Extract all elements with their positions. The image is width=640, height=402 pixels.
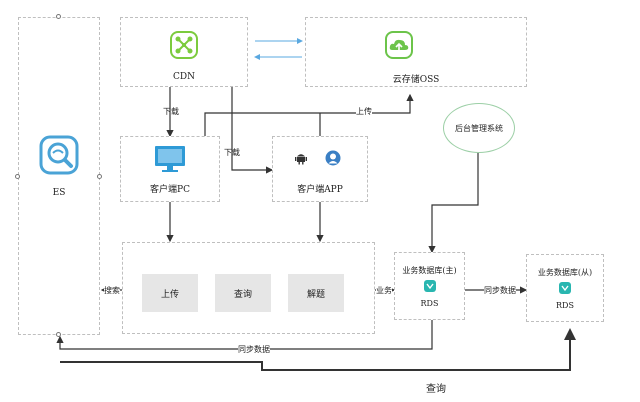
- apple-user-icon: [325, 150, 341, 166]
- oss-label: 云存储OSS: [392, 75, 440, 85]
- es-handle-left[interactable]: [15, 174, 20, 179]
- rds-database-icon: [559, 282, 571, 294]
- db-main-label: 业务数据库(主): [402, 266, 457, 275]
- admin-system-node[interactable]: 后台管理系统: [443, 103, 515, 153]
- oss-node[interactable]: 云存储OSS: [305, 17, 527, 87]
- cloud-upload-icon: [385, 31, 413, 59]
- cdn-label: CDN: [173, 72, 195, 82]
- cdn-node[interactable]: CDN: [120, 17, 248, 87]
- edge-query-bottom: [60, 328, 576, 371]
- es-handle-right[interactable]: [97, 174, 102, 179]
- app-client-label: 客户端APP: [297, 185, 343, 195]
- edge-label-upload-oss: 上传: [356, 106, 372, 117]
- app-client-node[interactable]: 客户端APP: [272, 136, 368, 202]
- android-icon: [295, 154, 307, 165]
- edge-label-search: 搜索: [104, 285, 120, 296]
- es-node[interactable]: ES: [18, 17, 100, 335]
- es-magnifier-icon: [39, 135, 79, 175]
- edge-label-download-app: 下载: [224, 148, 240, 157]
- solve-action[interactable]: 解题: [288, 274, 344, 312]
- monitor-icon: [155, 146, 185, 172]
- db-slave-label: 业务数据库(从): [537, 268, 593, 277]
- edge-label-query-bottom: 查询: [426, 384, 446, 395]
- es-handle-top[interactable]: [56, 14, 61, 19]
- edge-label-business: 业务: [376, 285, 392, 296]
- edge-label-download-pc: 下载: [163, 107, 179, 116]
- db-slave-rds-label: RDS: [556, 301, 574, 310]
- edge-upload-oss: [204, 93, 414, 136]
- pc-client-label: 客户端PC: [150, 185, 190, 195]
- db-main-node[interactable]: 业务数据库(主) RDS: [394, 252, 465, 320]
- query-action[interactable]: 查询: [215, 274, 271, 312]
- client-actions-container: 上传 查询 解题: [122, 242, 375, 334]
- es-handle-bottom[interactable]: [56, 332, 61, 337]
- upload-action[interactable]: 上传: [142, 274, 198, 312]
- cdn-network-icon: [170, 31, 198, 59]
- edge-label-sync-es: 同步数据: [238, 344, 270, 355]
- edge-label-sync-replica: 同步数据: [484, 285, 516, 296]
- es-label: ES: [52, 188, 66, 198]
- rds-database-icon: [424, 280, 436, 292]
- db-slave-node[interactable]: 业务数据库(从) RDS: [526, 254, 604, 322]
- db-main-rds-label: RDS: [420, 299, 439, 308]
- pc-client-node[interactable]: 客户端PC: [120, 136, 220, 202]
- edge-download-app: [231, 87, 274, 174]
- admin-system-label: 后台管理系统: [455, 123, 503, 133]
- edge-admin-db: [428, 153, 479, 254]
